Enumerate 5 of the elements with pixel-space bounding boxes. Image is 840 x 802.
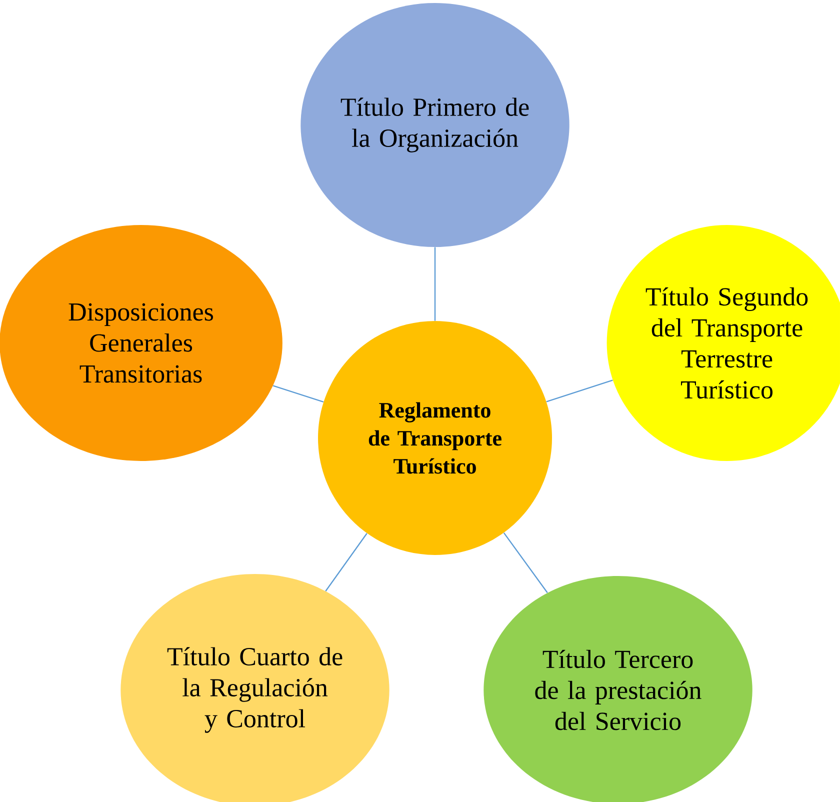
connector-line [434, 247, 436, 321]
connector-line [325, 533, 368, 592]
connector-line [272, 385, 324, 403]
connector-line [546, 380, 613, 402]
connector-line [503, 532, 548, 594]
